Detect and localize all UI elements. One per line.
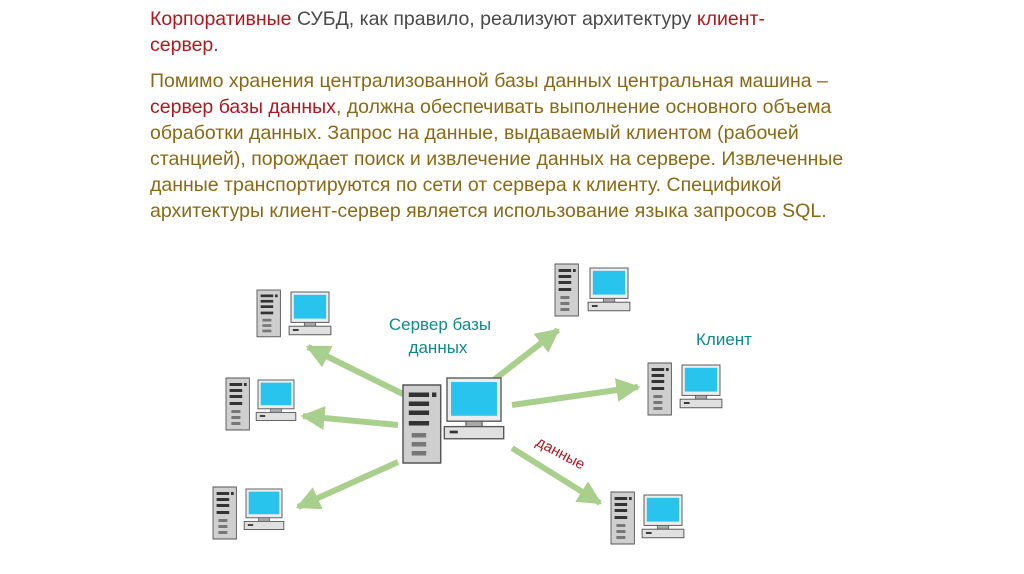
arrow-to-client-bottom-right <box>510 445 603 506</box>
client-server-word-2: сервер <box>150 34 214 56</box>
client-label: Клиент <box>696 330 752 349</box>
description-text-1: Помимо хранения централизованной базы да… <box>150 70 828 92</box>
client-server-word: клиент- <box>696 8 765 30</box>
client-computer-mid-left <box>225 377 297 431</box>
arrow-to-client-mid-left <box>300 406 399 430</box>
arrow-to-client-mid-right <box>511 378 641 408</box>
arrow-to-client-top-left <box>305 344 407 398</box>
intro-text: СУБД, как правило, реализуют архитектуру <box>291 8 697 30</box>
intro-period: . <box>213 34 219 56</box>
server-label-line1: Сервер базы <box>389 315 491 334</box>
description-text-2: , должна обеспечивать выполнение основно… <box>150 96 844 222</box>
description-paragraph: Помимо хранения централизованной базы да… <box>150 68 860 224</box>
arrow-to-client-bottom-left <box>295 459 400 510</box>
server-computer <box>402 377 505 464</box>
client-computer-top-right <box>554 263 631 317</box>
corporate-word: Корпоративные <box>150 8 292 30</box>
server-label-line2: данных <box>409 338 468 357</box>
client-computer-bottom-right <box>610 491 685 545</box>
db-server-term: сервер базы данных <box>150 96 336 118</box>
arrow-to-client-top-right <box>488 327 560 386</box>
client-computer-bottom-left <box>212 486 285 540</box>
arrows <box>295 327 641 510</box>
client-computer-top-left <box>256 289 332 338</box>
intro-paragraph: Корпоративные СУБД, как правило, реализу… <box>150 6 850 58</box>
client-computer-mid-right <box>647 362 723 416</box>
